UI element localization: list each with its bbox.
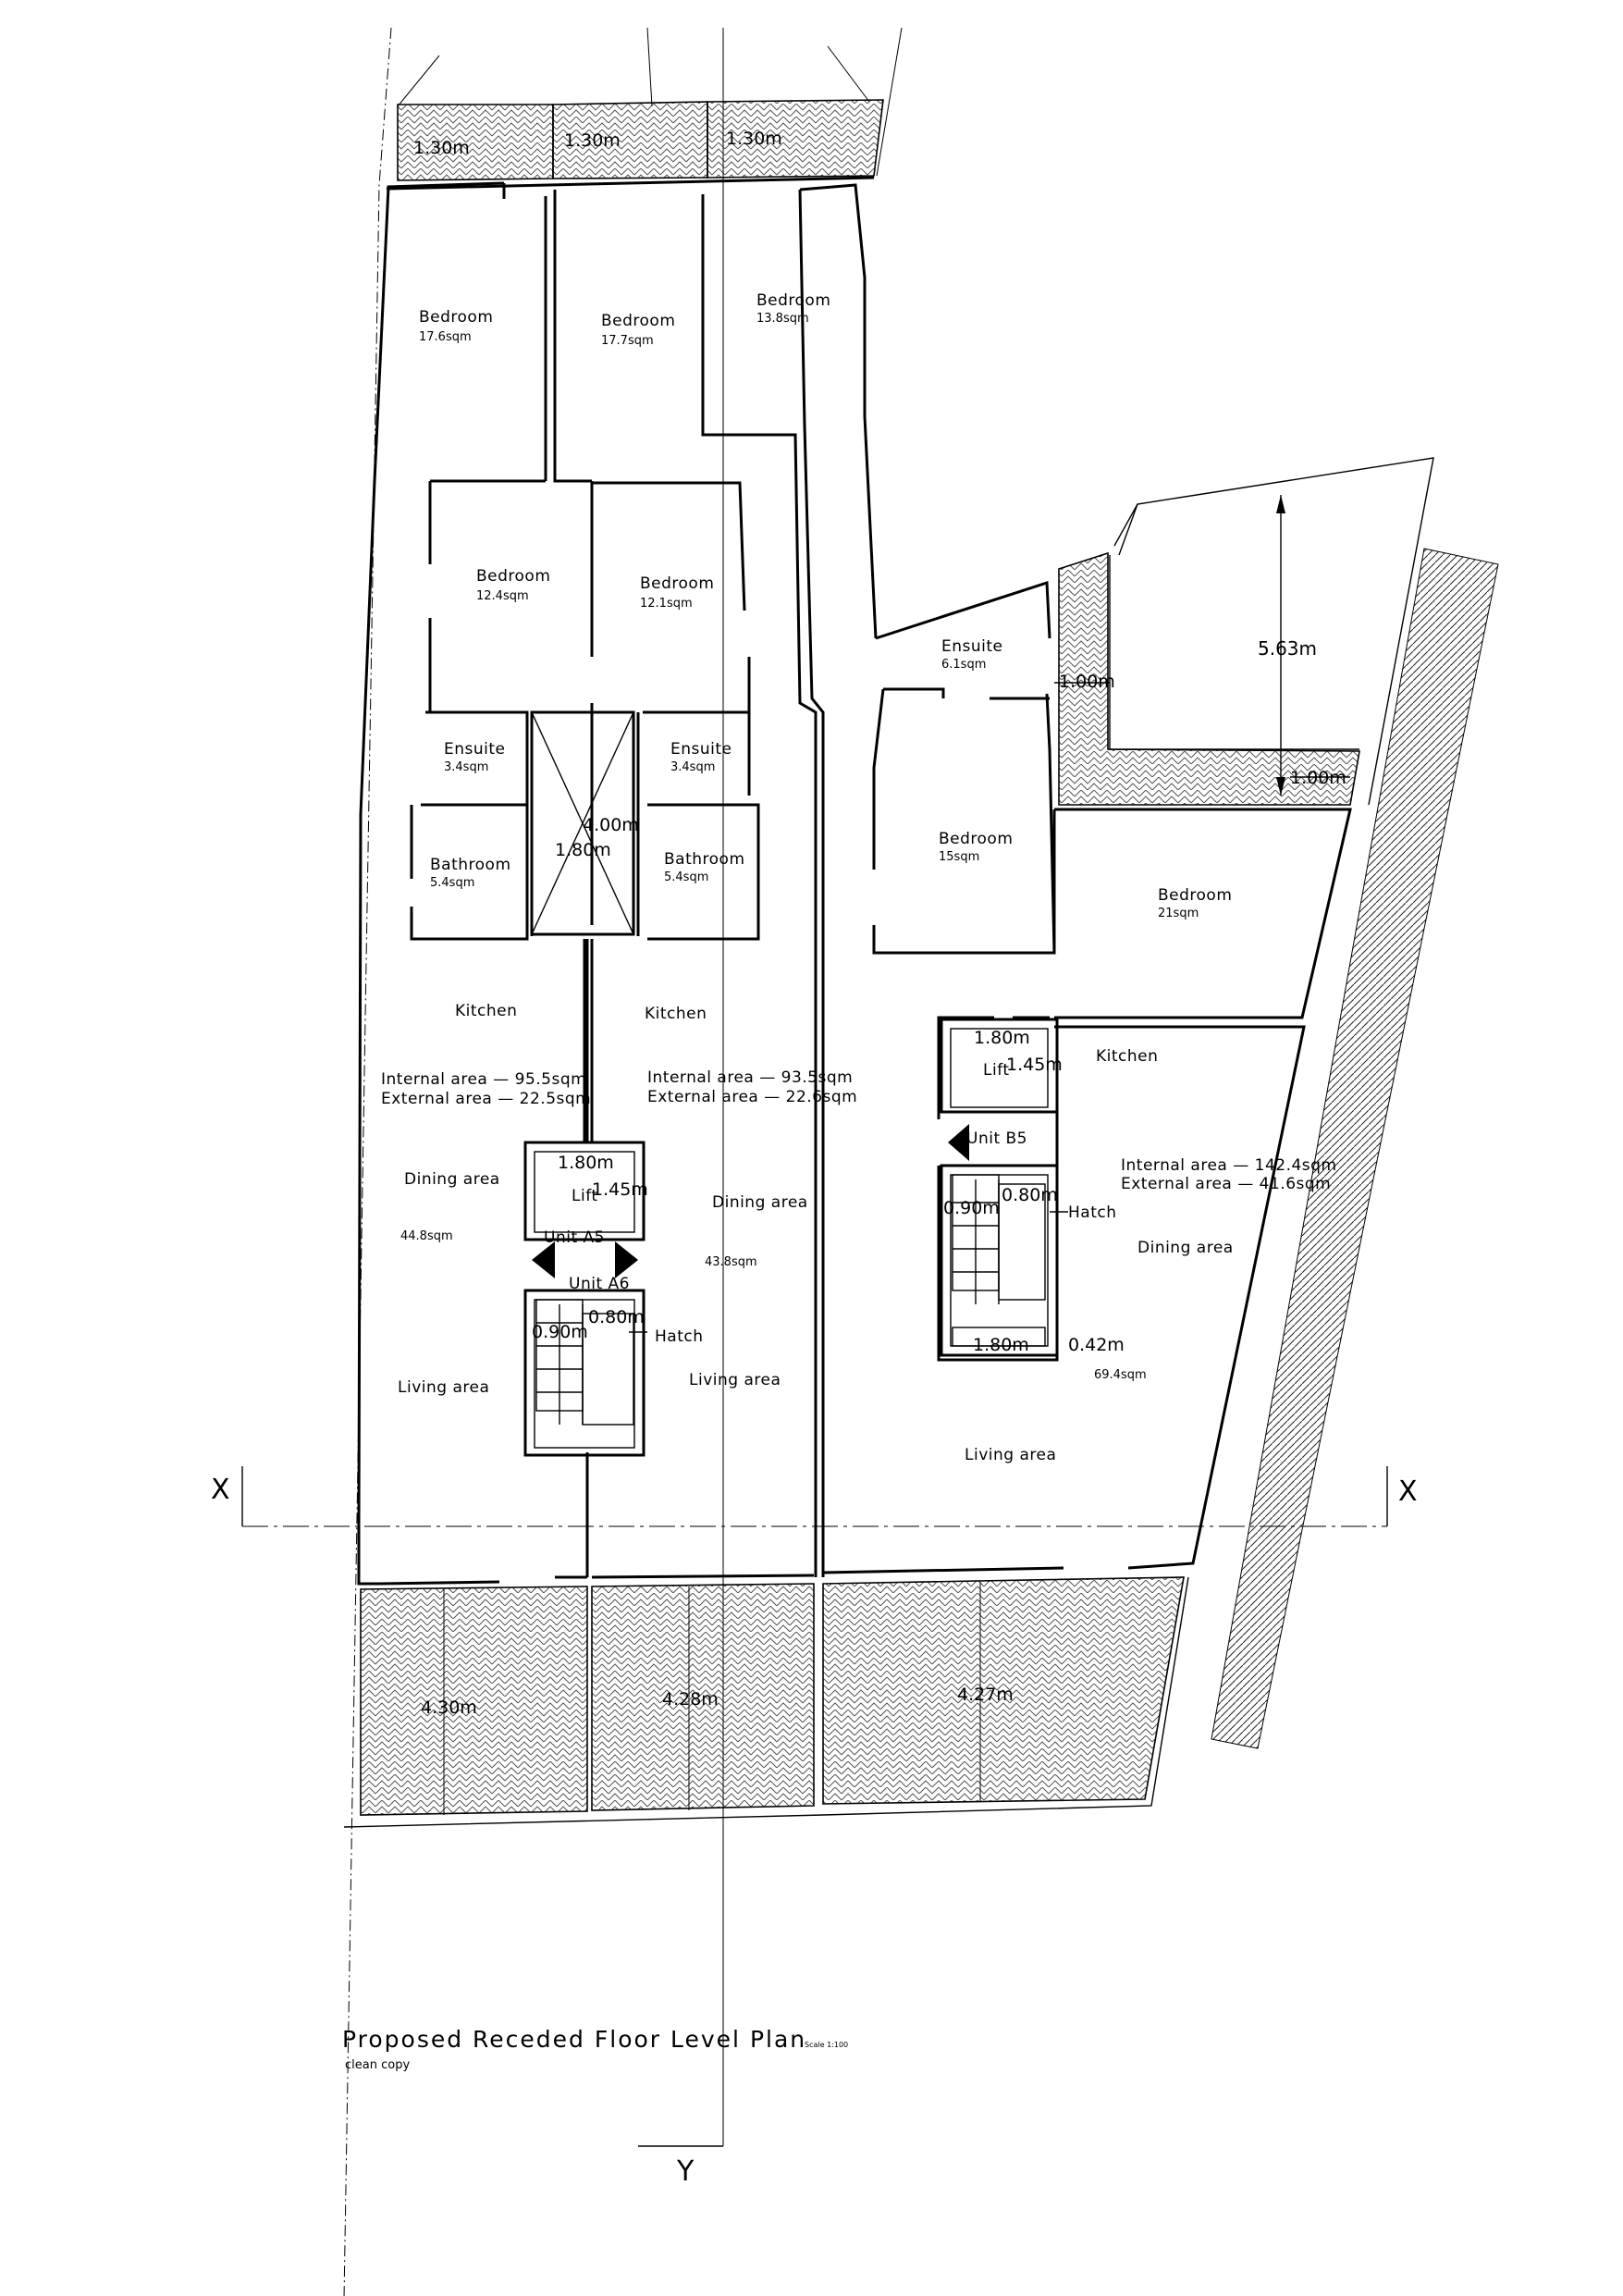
terrace-dim-b: 4.28m bbox=[662, 1689, 719, 1710]
balcony-dim-a: 1.30m bbox=[413, 138, 470, 158]
unit-a6-labels: Kitchen Internal area — 93.5sqm External… bbox=[569, 1005, 857, 1389]
site-boundary bbox=[343, 27, 903, 2296]
dining-label: Dining area bbox=[404, 1170, 500, 1189]
room-name: Ensuite bbox=[941, 637, 1003, 656]
terrace-dim-a: 4.30m bbox=[421, 1697, 477, 1718]
yard-labels: 5.63m 1.00m 1.00m bbox=[1059, 637, 1346, 788]
lift-depth: 1.45m bbox=[1006, 1055, 1063, 1075]
room-name: Bedroom bbox=[476, 567, 550, 586]
shaft-height: 4.00m bbox=[583, 815, 639, 835]
living-label: Living area bbox=[689, 1371, 781, 1389]
section-marker-labels: X X Y bbox=[211, 1474, 1418, 2188]
kitchen-label: Kitchen bbox=[1096, 1047, 1158, 1066]
front-balconies bbox=[386, 99, 884, 191]
external-area: External area — 22.5sqm bbox=[381, 1090, 591, 1108]
terrace-dim-c: 4.27m bbox=[957, 1685, 1014, 1705]
stair-length: 1.80m bbox=[973, 1335, 1029, 1355]
room-area: 3.4sqm bbox=[670, 760, 715, 774]
balcony-dim-b: 1.30m bbox=[564, 130, 621, 151]
terrace-dimensions: 4.30m 4.28m 4.27m bbox=[421, 1685, 1014, 1718]
kitchen-label: Kitchen bbox=[455, 1002, 517, 1020]
title-block: Proposed Receded Floor Level Plan Scale … bbox=[342, 2026, 848, 2072]
dining-label: Dining area bbox=[1137, 1239, 1234, 1257]
room-name: Bedroom bbox=[601, 312, 675, 330]
section-x-right: X bbox=[1398, 1475, 1418, 1508]
internal-area: Internal area — 95.5sqm bbox=[381, 1070, 586, 1089]
room-area: 15sqm bbox=[939, 850, 979, 864]
external-area: External area — 41.6sqm bbox=[1121, 1175, 1331, 1193]
room-name: Bedroom bbox=[640, 574, 714, 593]
stair-width: 0.90m bbox=[532, 1322, 588, 1342]
room-area: 21sqm bbox=[1158, 907, 1199, 920]
hatch-label: Hatch bbox=[1068, 1204, 1117, 1222]
core-b bbox=[940, 1018, 1068, 1357]
room-area: 13.8sqm bbox=[756, 312, 809, 326]
yard-depth: 5.63m bbox=[1258, 637, 1317, 660]
room-area: 12.4sqm bbox=[476, 589, 529, 603]
side-railing bbox=[1211, 548, 1499, 1749]
balcony-dimensions: 1.30m 1.30m 1.30m bbox=[413, 129, 782, 158]
room-area: 6.1sqm bbox=[941, 658, 986, 672]
lift-label: Lift bbox=[572, 1187, 598, 1205]
core-a bbox=[523, 710, 647, 1457]
room-name: Bedroom bbox=[419, 308, 493, 327]
unit-b5-walls bbox=[799, 183, 1352, 1574]
open-yard bbox=[1054, 457, 1434, 806]
room-name: Ensuite bbox=[670, 740, 732, 759]
rear-terraces bbox=[343, 1576, 1189, 1828]
yard-wall-b: 1.00m bbox=[1290, 768, 1346, 788]
kitchen-label: Kitchen bbox=[645, 1005, 707, 1023]
lift-depth: 1.45m bbox=[592, 1179, 648, 1200]
yard-wall-a: 1.00m bbox=[1059, 672, 1115, 692]
drawing-title: Proposed Receded Floor Level Plan bbox=[342, 2026, 806, 2053]
unit-a5-labels: Kitchen Internal area — 95.5sqm External… bbox=[381, 1002, 605, 1397]
shaft-width: 1.80m bbox=[555, 840, 611, 860]
living-label: Living area bbox=[398, 1378, 489, 1397]
unit-a5-walls bbox=[357, 181, 594, 1586]
room-area: 17.7sqm bbox=[601, 334, 654, 348]
lift-width: 1.80m bbox=[558, 1153, 614, 1173]
room-area: 5.4sqm bbox=[664, 870, 708, 884]
room-name: Bathroom bbox=[664, 850, 745, 869]
unit-label: Unit B5 bbox=[966, 1129, 1027, 1148]
hatch-label: Hatch bbox=[655, 1327, 704, 1346]
room-name: Bedroom bbox=[1158, 886, 1232, 905]
room-labels: Bedroom 17.6sqm Bedroom 17.7sqm Bedroom … bbox=[419, 291, 1232, 920]
room-name: Bedroom bbox=[939, 830, 1013, 848]
open-area: 69.4sqm bbox=[1094, 1368, 1147, 1382]
core-a-labels: 1.80m 4.00m 1.80m Lift 1.45m 0.90m 0.80m… bbox=[532, 815, 704, 1346]
gap-dim: 0.42m bbox=[1068, 1335, 1125, 1355]
stair-width: 0.90m bbox=[943, 1198, 1000, 1218]
section-x-left: X bbox=[211, 1474, 230, 1506]
unit-label: Unit A6 bbox=[569, 1275, 630, 1293]
lift-width: 1.80m bbox=[974, 1028, 1030, 1048]
room-name: Bathroom bbox=[430, 856, 511, 874]
balcony-dim-c: 1.30m bbox=[726, 129, 782, 149]
open-area: 44.8sqm bbox=[400, 1229, 453, 1243]
hatch-width: 0.80m bbox=[588, 1307, 645, 1327]
room-area: 17.6sqm bbox=[419, 330, 472, 344]
external-area: External area — 22.6sqm bbox=[647, 1088, 857, 1106]
internal-area: Internal area — 93.5sqm bbox=[647, 1068, 853, 1087]
unit-b5-labels: Kitchen Internal area — 142.4sqm Externa… bbox=[965, 1047, 1337, 1464]
section-y: Y bbox=[676, 2155, 695, 2188]
core-b-labels: 1.80m Lift 1.45m 0.90m 0.80m Hatch 1.80m… bbox=[943, 1028, 1125, 1355]
lift-label: Lift bbox=[983, 1061, 1010, 1080]
open-area: 43.8sqm bbox=[705, 1255, 757, 1269]
room-name: Ensuite bbox=[444, 740, 506, 759]
drawing-scale: Scale 1:100 bbox=[805, 2041, 848, 2049]
internal-area: Internal area — 142.4sqm bbox=[1121, 1156, 1337, 1175]
room-area: 12.1sqm bbox=[640, 597, 693, 611]
room-area: 3.4sqm bbox=[444, 760, 488, 774]
drawing-subtitle: clean copy bbox=[345, 2058, 410, 2072]
unit-label: Unit A5 bbox=[544, 1228, 605, 1247]
dining-label: Dining area bbox=[712, 1193, 808, 1212]
section-lines bbox=[241, 28, 1388, 2147]
room-name: Bedroom bbox=[756, 291, 830, 310]
room-area: 5.4sqm bbox=[430, 876, 474, 890]
living-label: Living area bbox=[965, 1446, 1056, 1464]
hatch-width: 0.80m bbox=[1002, 1185, 1058, 1205]
unit-a6-walls bbox=[553, 189, 825, 1579]
